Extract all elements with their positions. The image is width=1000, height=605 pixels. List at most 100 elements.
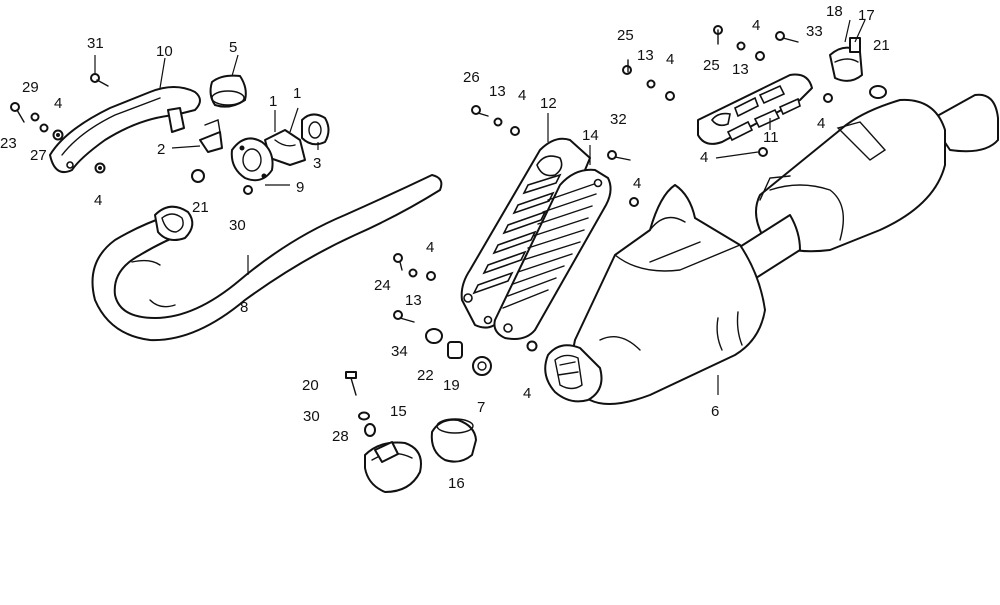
callout-5: 5 [229,39,237,56]
callout-7: 7 [477,399,485,416]
callout-13-c: 13 [732,61,749,78]
callout-21-b: 21 [873,37,890,54]
callout-32: 32 [610,111,627,128]
callout-18: 18 [826,3,843,20]
callout-30-a: 30 [229,217,246,234]
washer-30a [243,185,253,195]
nut-4j [526,340,538,352]
callout-1-a: 1 [269,93,277,110]
muffler-main-body [571,184,766,405]
callout-4-g: 4 [817,115,825,132]
nut-4a [52,129,64,141]
callout-12: 12 [540,95,557,112]
exhaust-gasket-ring [301,113,330,146]
callout-6: 6 [711,403,719,420]
callout-22: 22 [417,367,434,384]
callout-4-b: 4 [94,192,102,209]
pipe-clamp [199,119,223,153]
callout-4-i: 4 [426,239,434,256]
joint-collar [209,74,247,108]
callout-15: 15 [390,403,407,420]
leader-lines [94,19,866,395]
callout-30-b: 30 [303,408,320,425]
callout-26: 26 [463,69,480,86]
nut-4d [629,197,639,207]
washer-22 [425,328,443,344]
callout-8: 8 [240,299,248,316]
callout-13-a: 13 [489,83,506,100]
muffler-inlet-end [544,344,603,403]
nut-4g [823,93,833,103]
callout-11: 11 [763,129,779,146]
callout-23: 23 [0,135,17,152]
grommet-21a [191,169,205,183]
spring-28 [364,423,376,437]
bolt-32 [607,150,631,161]
callout-4-d: 4 [633,175,641,192]
callout-28: 28 [332,428,349,445]
pipe-protector [49,86,201,174]
nut-4i [426,271,436,281]
callout-4-a: 4 [54,95,62,112]
grommet-21b [869,85,887,99]
heat-shield-outer [460,137,591,329]
callout-31: 31 [87,35,104,52]
muffler-band-clamp [364,441,422,493]
washer-13a [493,117,503,127]
heat-shield-inner [493,168,612,340]
bolt-26 [471,105,489,117]
callout-17: 17 [858,7,875,24]
callout-25-b: 25 [703,57,720,74]
callout-4-f: 4 [752,17,760,34]
callout-16: 16 [448,475,465,492]
muffler-bracket-plate [697,73,813,145]
callout-4-j: 4 [523,385,531,402]
callout-29: 29 [22,79,39,96]
washer-30b [358,411,370,421]
callout-20: 20 [302,377,319,394]
callout-labels: 31 10 5 29 4 23 27 4 1 1 2 3 9 21 30 8 2… [0,3,890,492]
callout-33: 33 [806,23,823,40]
exhaust-gasket [230,137,274,182]
bolt-23 [10,102,25,123]
washer-27 [39,123,49,133]
callout-13-b: 13 [637,47,654,64]
callout-34: 34 [391,343,408,360]
exhaust-pipe-flange [154,205,194,241]
callout-4-h: 4 [700,149,708,166]
bolt-25b [713,25,723,45]
callout-2: 2 [157,141,165,158]
bolt-31 [90,73,109,87]
nut-4h [758,147,768,157]
callout-27: 27 [30,147,47,164]
bolt-33 [775,31,799,43]
callout-1-b: 1 [293,85,301,102]
callout-3: 3 [313,155,321,172]
nut-4b [94,162,106,174]
screw-20 [345,371,357,396]
nut-4c [510,126,520,136]
hanger-clamp [829,37,863,82]
nut-4f [755,51,765,61]
callout-13-d: 13 [405,292,422,309]
callout-14: 14 [582,127,599,144]
bolt-24 [393,253,403,271]
exhaust-pipe [91,174,443,342]
callout-4-c: 4 [518,87,526,104]
bolt-34 [393,310,415,323]
washer-13d [408,268,418,278]
callout-10: 10 [156,43,173,60]
bolt-25a [622,59,632,75]
nut-4e [665,91,675,101]
collar-19 [447,341,463,359]
washer-29 [30,112,40,122]
callout-21-a: 21 [192,199,209,216]
damper-rubber-7 [472,356,492,376]
callout-4-e: 4 [666,51,674,68]
callout-9: 9 [296,179,304,196]
callout-19: 19 [443,377,460,394]
exhaust-sleeve [430,418,477,463]
callout-24: 24 [374,277,391,294]
washer-13c [736,41,746,51]
